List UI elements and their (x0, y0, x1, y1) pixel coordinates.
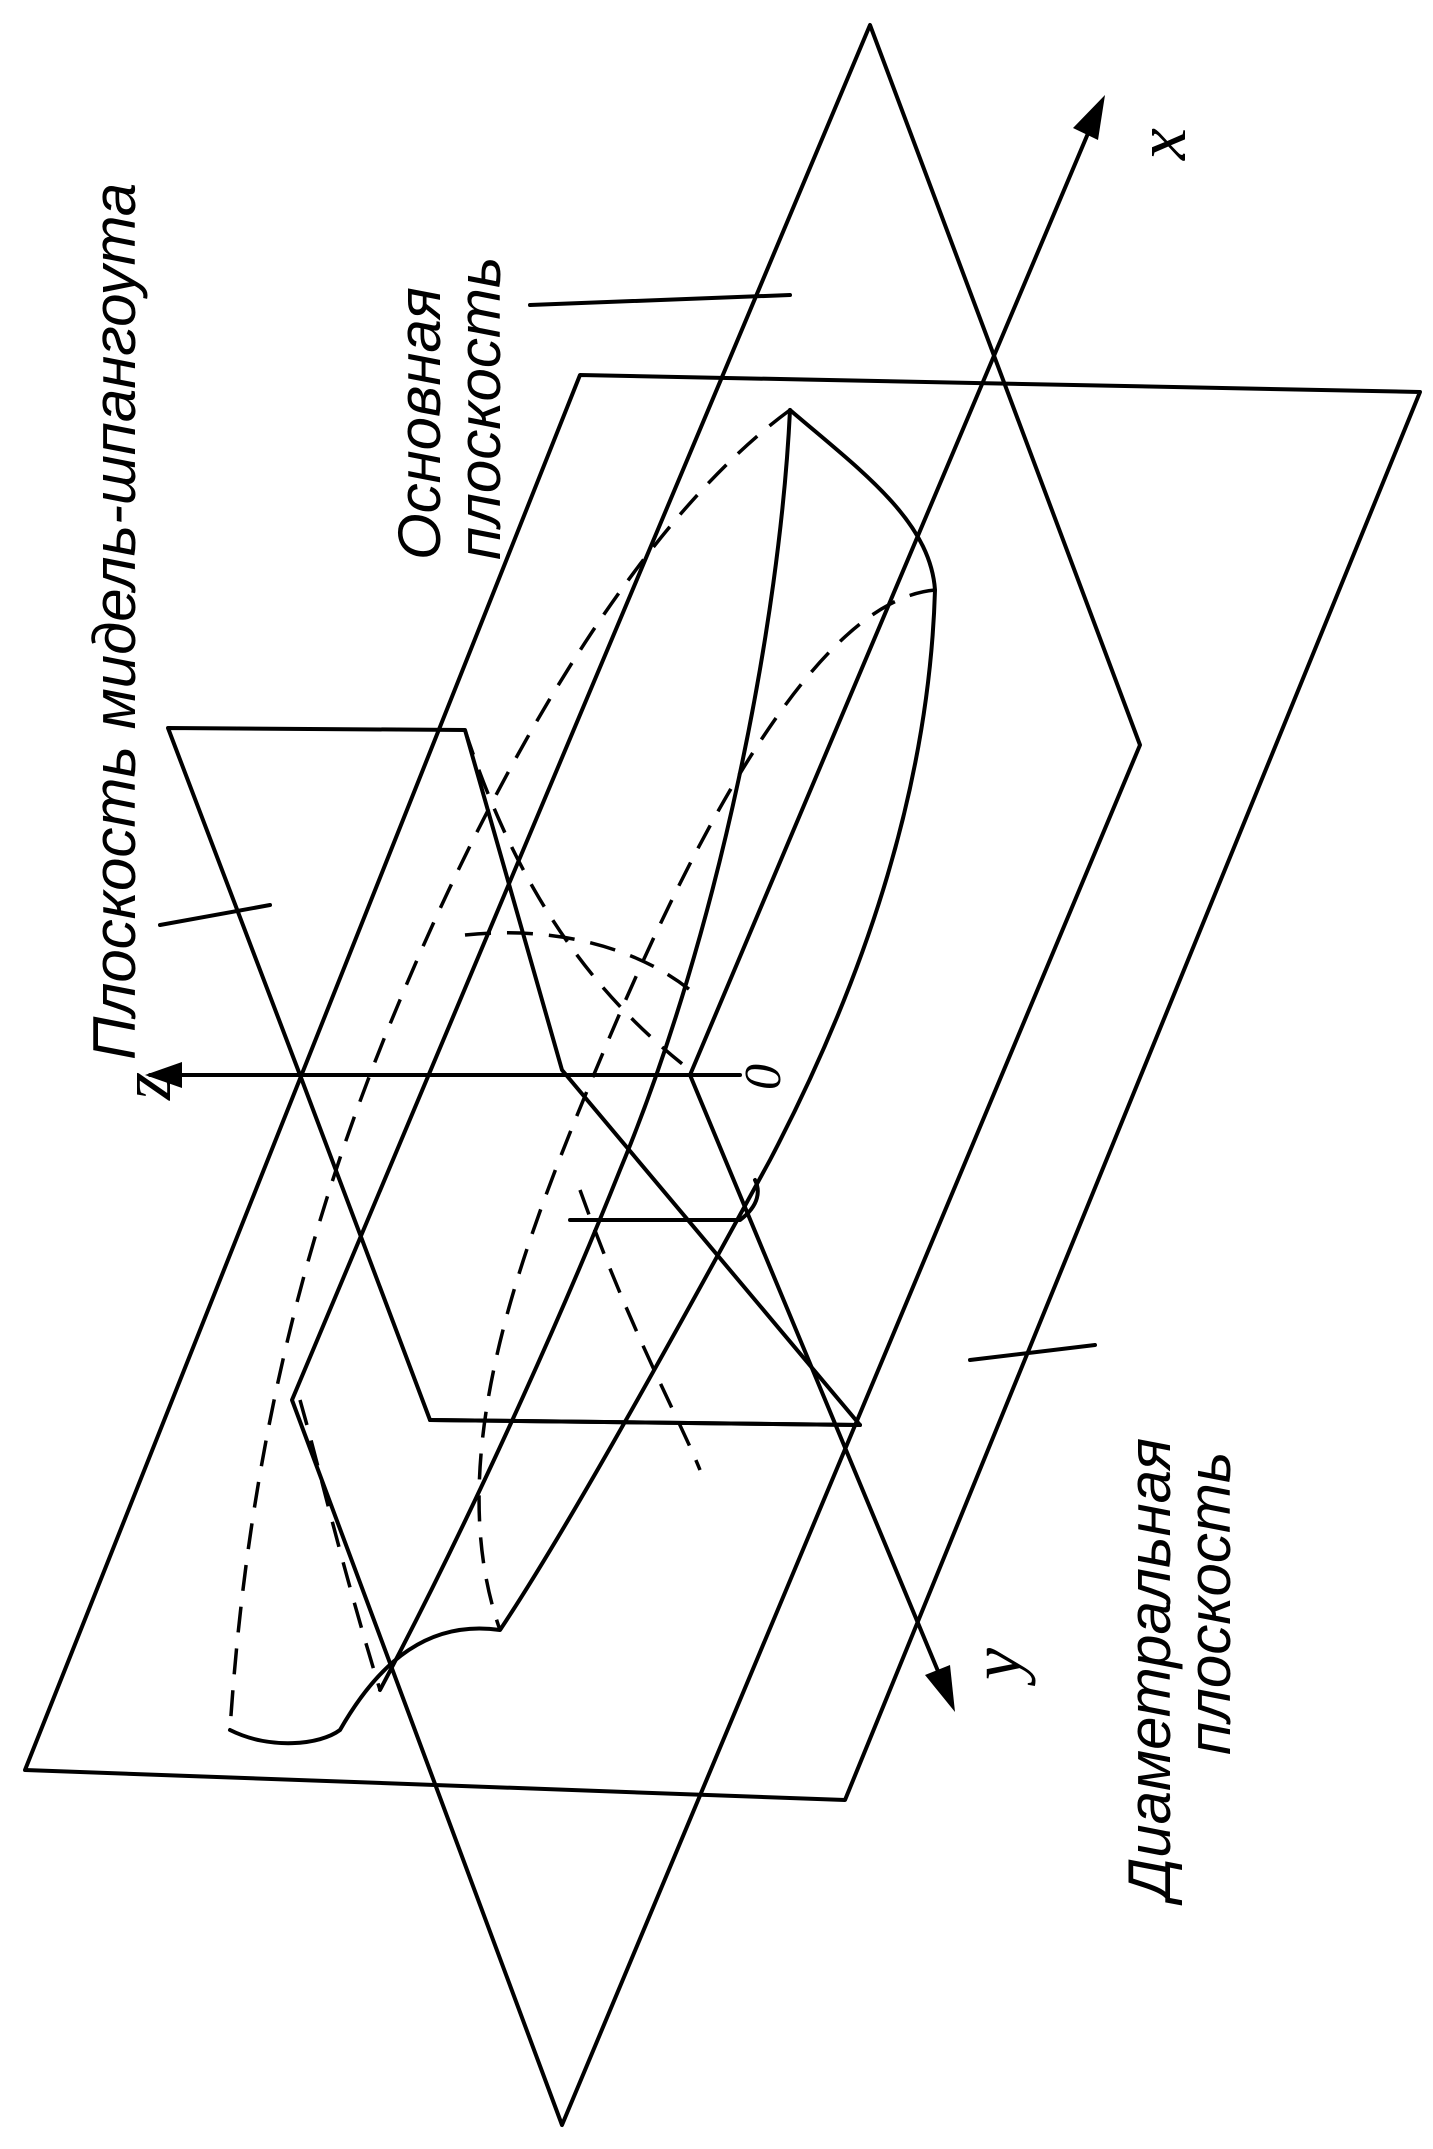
x-axis-label: x (1121, 128, 1201, 161)
midship-plane-label: Плоскость мидель-шпангоута (81, 183, 148, 1060)
diametral-plane-label-line2: плоскость (1176, 1452, 1243, 1755)
y-axis (688, 1073, 952, 1702)
hull-dashed-7 (578, 1189, 702, 1471)
hull-inner-solid (378, 408, 792, 1692)
hull-dashed-3 (463, 729, 692, 1072)
origin-label: 0 (735, 1064, 792, 1090)
midship-section-curve (568, 1178, 760, 1222)
y-axis-label: y (956, 1648, 1036, 1687)
x-axis-arrowhead (1073, 95, 1105, 140)
diametral-plane-label-line1: Диаметральная (1116, 1438, 1183, 1906)
z-axis-arrowhead (145, 1062, 182, 1088)
hull-outline-solid (228, 408, 937, 1746)
z-axis-label: z (106, 1072, 186, 1101)
leader-base (528, 293, 792, 307)
leader-diametral (968, 1343, 1097, 1362)
hull-dashed-2 (477, 588, 936, 1631)
y-axis-arrowhead (925, 1665, 955, 1712)
base-plane-label-line2: плоскость (446, 257, 513, 560)
hull-dashed-6 (298, 1399, 382, 1691)
midship-bottom-line (428, 1418, 862, 1427)
diametral-plane (23, 373, 1422, 1802)
hull-dashed-5 (464, 931, 692, 992)
base-plane-rhombus (290, 23, 1142, 2127)
x-axis (688, 103, 1102, 1077)
hull-dashed-1 (228, 408, 792, 1731)
base-plane-label-line1: Основная (386, 287, 453, 560)
leader-midship (158, 903, 272, 927)
